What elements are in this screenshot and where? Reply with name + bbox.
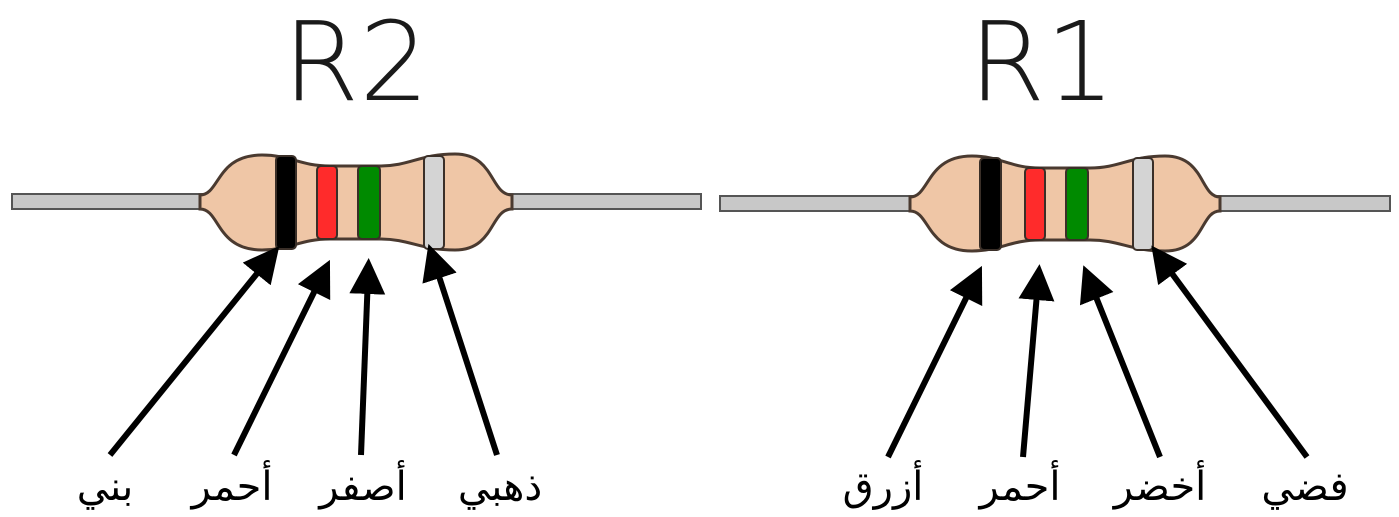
resistor-r1: R1 أزرق أحمر أخضر فضي [719, 0, 1391, 510]
color-bands [979, 157, 1154, 251]
color-band [316, 165, 338, 240]
color-bands [275, 155, 445, 250]
band-label: ذهبي [458, 464, 542, 510]
color-band [357, 165, 381, 240]
arrow [349, 258, 386, 456]
color-band [1132, 157, 1154, 251]
lead-right [1201, 195, 1391, 212]
arrow [1018, 264, 1055, 458]
band-label: أصفر [317, 460, 406, 510]
color-band [1024, 167, 1046, 241]
lead-left [719, 195, 931, 212]
arrow [422, 243, 500, 456]
color-band [423, 155, 445, 250]
color-band [275, 155, 297, 250]
band-label: بني [77, 464, 134, 510]
band-arrows [107, 243, 500, 457]
resistor-body [198, 152, 514, 252]
lead-right [495, 193, 702, 210]
band-labels: أزرق أحمر أخضر فضي [843, 460, 1349, 510]
band-label: أحمر [189, 460, 272, 510]
band-arrows [885, 245, 1310, 459]
band-labels: بني أحمر أصفر ذهبي [77, 460, 542, 510]
color-band [979, 157, 1002, 251]
resistor-title: R2 [283, 0, 429, 126]
arrow [107, 246, 280, 457]
band-label: أحمر [977, 460, 1060, 510]
band-label: فضي [1261, 464, 1348, 510]
band-label: أزرق [843, 460, 924, 510]
resistor-title: R1 [969, 0, 1115, 126]
arrow [231, 259, 331, 457]
lead-left [11, 193, 219, 210]
resistor-r2: R2 بني أحمر أصفر ذهبي [11, 0, 702, 510]
color-band [1065, 167, 1089, 241]
arrow [885, 265, 983, 459]
arrow [1151, 245, 1310, 459]
arrow [1079, 265, 1163, 459]
band-label: أخضر [1112, 460, 1207, 510]
